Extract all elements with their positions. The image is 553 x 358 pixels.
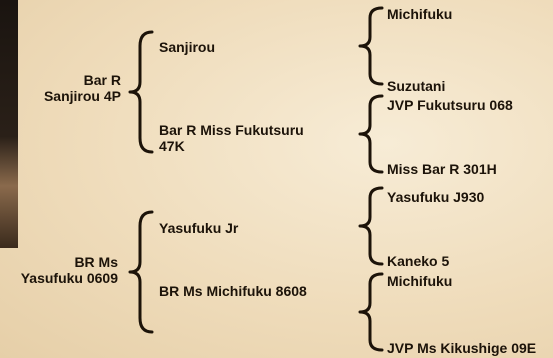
grandparent-7: Michifuku bbox=[387, 273, 453, 289]
bracket-parent-4 bbox=[358, 272, 384, 352]
grandparent-1: Michifuku bbox=[387, 6, 453, 22]
bracket-parent-1 bbox=[358, 6, 384, 86]
parent-1: Sanjirou bbox=[159, 39, 216, 55]
grandparent-6: Kaneko 5 bbox=[387, 253, 450, 269]
parent-3: Yasufuku Jr bbox=[159, 220, 239, 236]
parent-4: BR Ms Michifuku 8608 bbox=[159, 283, 307, 299]
bracket-subject-b bbox=[128, 210, 154, 334]
grandparent-5: Yasufuku J930 bbox=[387, 189, 485, 205]
grandparent-4: Miss Bar R 301H bbox=[387, 161, 497, 177]
grandparent-8: JVP Ms Kikushige 09E bbox=[387, 340, 537, 356]
parent-2: Bar R Miss Fukutsuru 47K bbox=[159, 122, 304, 154]
subject-a-name: Bar R Sanjirou 4P bbox=[43, 72, 121, 104]
grandparent-2: Suzutani bbox=[387, 78, 446, 94]
bracket-parent-2 bbox=[358, 94, 384, 174]
bracket-parent-3 bbox=[358, 186, 384, 266]
grandparent-3: JVP Fukutsuru 068 bbox=[387, 97, 513, 113]
subject-b-name: BR Ms Yasufuku 0609 bbox=[20, 254, 118, 286]
bracket-subject-a bbox=[128, 30, 154, 154]
photo-edge bbox=[0, 0, 18, 248]
